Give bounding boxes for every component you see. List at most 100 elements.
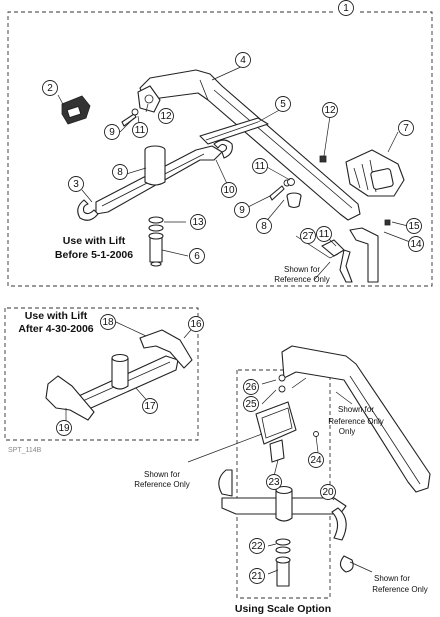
callout-number: 25 [245,399,257,410]
callout-number: 16 [190,319,202,330]
callout-circle [252,158,268,174]
washer-11 [287,178,295,186]
caption-scale: Using Scale Option [235,603,331,615]
callout-23: 23 [266,474,282,490]
callout-circle [190,214,206,230]
callout-circle [316,226,332,242]
reference-note-main-1: Shown for [284,265,320,274]
hook-2006-left [45,375,95,421]
callout-number: 8 [117,167,123,178]
callout-circle [142,398,158,414]
scale-pin [276,559,290,587]
callout-number: 11 [319,229,330,240]
callout-14: 14 [408,236,424,252]
reference-note-scale-1: Shown for [144,470,180,479]
drawing-code: SPT_114B [8,447,42,454]
callout-number: 11 [135,125,146,136]
callout-layer: 1234567889910111111121213141516171819202… [42,0,424,584]
callout-circle [243,396,259,412]
caption-before-line1: Use with Lift [63,235,126,247]
callout-number: 23 [268,477,280,488]
scale-boom-arm [281,345,431,493]
callout-circle [266,474,282,490]
after-2006-box [4,307,199,441]
callout-12: 12 [322,102,338,118]
callout-25: 25 [243,396,259,412]
callout-15: 15 [406,218,422,234]
callout-circle [56,420,72,436]
boom-bracket [137,85,161,113]
bolt-left [121,113,137,127]
boom-arm [139,69,361,221]
callout-number: 20 [322,487,334,498]
callout-circle [42,80,58,96]
callout-circle [158,108,174,124]
callout-circle [256,218,272,234]
callout-number: 17 [144,401,156,412]
callout-9: 9 [104,124,120,140]
callout-number: 15 [408,221,420,232]
callout-24: 24 [308,452,324,468]
swivel-post [144,150,166,186]
callout-circle [338,0,354,16]
reference-note-boom-2: Reference Only [328,417,384,426]
callout-number: 12 [160,111,172,122]
callout-number: 1 [343,3,349,14]
callout-12: 12 [158,108,174,124]
reference-note-boom-1: Shown for [338,405,374,414]
spreader-hook-right [213,139,233,159]
callout-9: 9 [234,202,250,218]
swivel-2006 [111,358,129,390]
mount-plate [321,239,345,257]
callout-7: 7 [398,120,414,136]
scale-hook [339,555,354,573]
callout-number: 27 [302,231,314,242]
pivot-pin [149,235,163,263]
callout-number: 12 [324,105,336,116]
callout-circle [320,484,336,500]
washer-13a [148,216,164,224]
reference-note-boom-3: Only [339,427,355,436]
callout-19: 19 [56,420,72,436]
nut-26 [278,374,286,382]
washer-22a [275,538,291,546]
callout-number: 9 [109,127,115,138]
callout-8: 8 [112,164,128,180]
callout-circle [132,122,148,138]
callout-6: 6 [189,248,205,264]
callout-26: 26 [243,379,259,395]
callout-circle [408,236,424,252]
main-assembly-box [7,11,433,287]
callout-circle [104,124,120,140]
callout-number: 7 [403,123,409,134]
callout-circle [308,452,324,468]
callout-circle [112,164,128,180]
hook-2006-top [139,329,193,369]
callout-10: 10 [221,182,237,198]
washer-25 [278,385,286,393]
callout-circle [322,102,338,118]
washer-13b [148,224,164,232]
reference-note-main-2: Reference Only [274,275,330,284]
spreader-hook-left [77,199,99,221]
callout-circle [100,314,116,330]
callout-number: 9 [239,205,245,216]
callout-number: 4 [240,55,246,66]
callout-11: 11 [252,158,268,174]
nut-15 [384,219,391,226]
callout-number: 21 [251,571,263,582]
callout-8: 8 [256,218,272,234]
callout-20: 20 [320,484,336,500]
callout-number: 22 [251,541,263,552]
callout-number: 6 [194,251,200,262]
callout-2: 2 [42,80,58,96]
callout-number: 5 [280,99,286,110]
callout-circle [243,379,259,395]
callout-13: 13 [190,214,206,230]
washer-22b [275,546,291,554]
callout-5: 5 [275,96,291,112]
callout-number: 11 [255,161,266,172]
callout-3: 3 [68,176,84,192]
callout-circle [68,176,84,192]
